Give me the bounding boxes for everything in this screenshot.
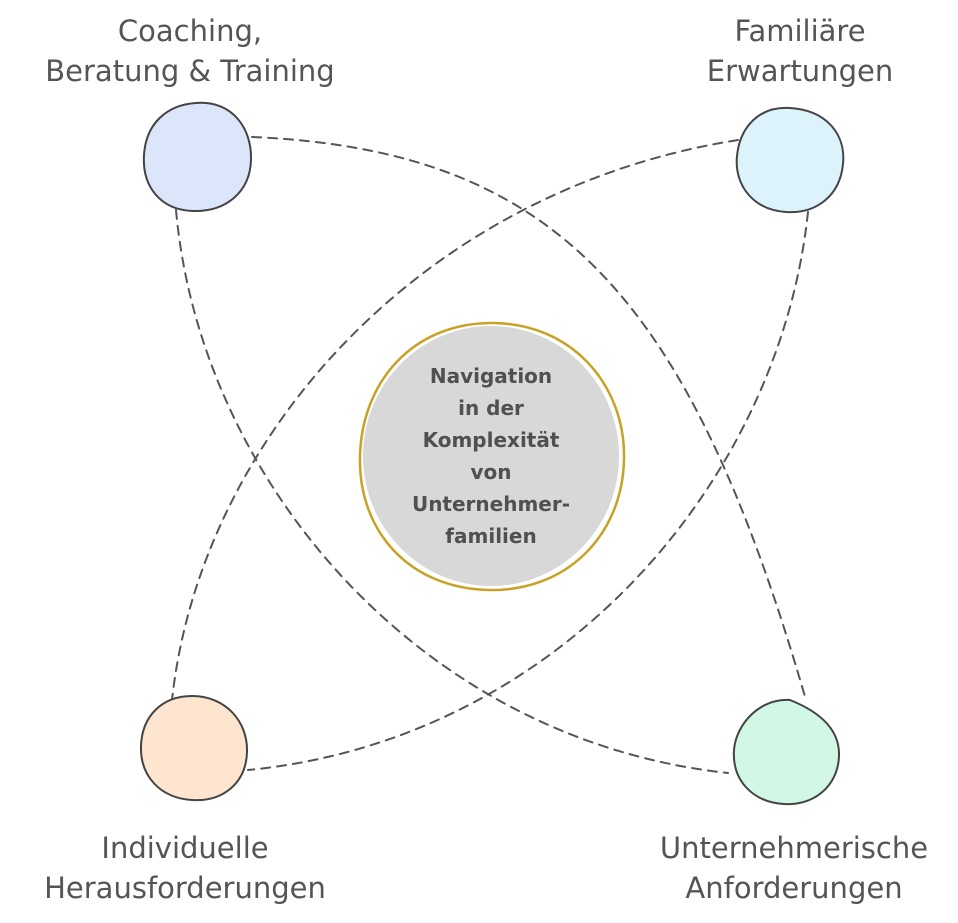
node-circle-individuelle xyxy=(139,694,249,802)
orbit-curve-familiaere-to-individuelle xyxy=(171,139,739,701)
label-familiaere: Familiäre Erwartungen xyxy=(660,11,940,91)
center-title-line-2: in der xyxy=(458,396,524,420)
orbit-curve-familiaere-to-individuelle-inner xyxy=(247,211,809,771)
node-circle-familiaere xyxy=(735,106,845,214)
label-coaching-line-1: Coaching, xyxy=(117,14,263,48)
node-circle-coaching xyxy=(142,101,253,213)
center-title-line-1: Navigation xyxy=(429,364,553,388)
label-coaching: Coaching, Beratung & Training xyxy=(20,11,360,91)
orbit-curve-coaching-to-unternehmerische xyxy=(251,136,807,701)
orbit-curve-coaching-to-unternehmerische-inner xyxy=(175,209,729,774)
label-coaching-line-2: Beratung & Training xyxy=(45,54,335,88)
label-individuelle-line-2: Herausforderungen xyxy=(44,871,326,905)
label-unternehmerische: Unternehmerische Anforderungen xyxy=(636,828,952,908)
center-title-line-4: von xyxy=(470,460,512,484)
label-familiaere-line-2: Erwartungen xyxy=(706,54,894,88)
label-unternehmerische-line-1: Unternehmerische xyxy=(659,831,929,865)
center-title-line-5: Unternehmer- xyxy=(411,492,571,516)
center-circle-ring xyxy=(358,321,626,592)
center-title: Navigation in der Komplexität von Untern… xyxy=(375,360,607,552)
center-title-line-3: Komplexität xyxy=(422,428,560,452)
center-circle-fill xyxy=(363,326,619,586)
center-title-line-6: familien xyxy=(445,524,537,548)
label-individuelle-line-1: Individuelle xyxy=(101,831,269,865)
label-unternehmerische-line-2: Anforderungen xyxy=(685,871,903,905)
node-circle-unternehmerische xyxy=(732,698,841,806)
label-individuelle: Individuelle Herausforderungen xyxy=(20,828,350,908)
label-familiaere-line-1: Familiäre xyxy=(734,14,866,48)
